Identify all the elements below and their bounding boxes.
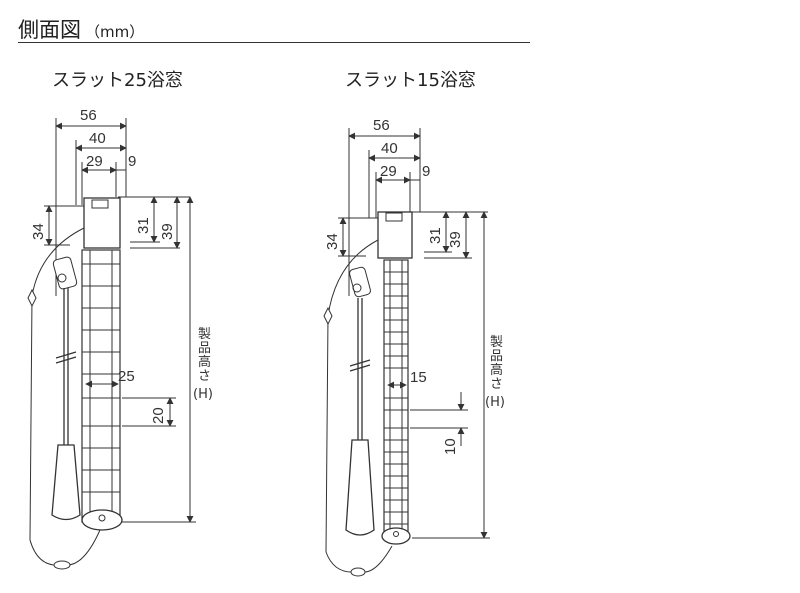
head-bracket xyxy=(91,199,109,209)
bottom-cap xyxy=(98,514,106,522)
dim-slat-width-label: 25 xyxy=(118,368,135,385)
dim-inner-label: 29 xyxy=(380,163,397,180)
cord-tassel xyxy=(323,306,333,326)
dim-head-label: 34 xyxy=(324,233,341,250)
dim-offset-label: 9 xyxy=(128,153,136,170)
dim-bracket-a-label: 31 xyxy=(135,217,152,234)
diagram-slat25-labels: 56 40 29 9 34 31 39 25 20 製 品 高 さ (H) xyxy=(30,107,213,424)
diagram-title-slat25: スラット25浴窓 xyxy=(52,70,183,91)
svg-text:高: 高 xyxy=(490,362,503,378)
wand-grip xyxy=(51,444,81,521)
svg-text:製: 製 xyxy=(198,327,211,342)
dim-rail-label: 40 xyxy=(381,140,398,157)
height-label: 製 品 高 さ (H) xyxy=(193,327,213,402)
head-bracket xyxy=(385,212,403,222)
slat-stack xyxy=(383,259,409,539)
tilt-pivot xyxy=(352,283,362,293)
wand-grip xyxy=(345,439,375,536)
bottom-cap xyxy=(393,531,399,537)
dim-offset-label: 9 xyxy=(422,163,430,180)
svg-text:(H): (H) xyxy=(193,387,213,402)
tilt-mechanism xyxy=(349,266,371,298)
dim-slat-pitch-label: 20 xyxy=(150,407,167,424)
svg-text:さ: さ xyxy=(198,369,211,384)
cord-equalizer xyxy=(53,560,71,570)
section-title: 側面図（mm） xyxy=(18,14,144,44)
unit-text: （mm） xyxy=(85,23,145,41)
svg-text:高: 高 xyxy=(198,354,211,370)
head-rail xyxy=(83,197,121,249)
svg-text:品: 品 xyxy=(198,341,211,356)
section-header: 側面図（mm） xyxy=(18,12,530,43)
dim-head-label: 34 xyxy=(30,223,47,240)
dim-total-label: 56 xyxy=(80,107,97,124)
svg-text:製: 製 xyxy=(490,335,503,350)
tilt-pivot xyxy=(57,273,67,283)
wand-break xyxy=(349,359,371,367)
diagram-title-slat15: スラット15浴窓 xyxy=(345,70,476,91)
dim-bracket-b-label: 39 xyxy=(159,223,176,240)
svg-text:品: 品 xyxy=(490,349,503,364)
wand-break xyxy=(349,364,371,372)
head-rail xyxy=(377,211,413,259)
diagram-slat15 xyxy=(323,128,490,577)
dim-bracket-b-label: 39 xyxy=(447,231,464,248)
dim-slat-width-label: 15 xyxy=(410,369,427,386)
dim-rail-label: 40 xyxy=(89,130,106,147)
diagram-slat15-labels: 56 40 29 9 34 31 39 15 10 製 品 高 さ (H) xyxy=(324,117,505,455)
dim-inner-label: 29 xyxy=(86,153,103,170)
lift-cord xyxy=(361,545,393,573)
wand-break xyxy=(55,351,77,359)
slat-stack xyxy=(81,249,121,523)
height-label: 製 品 高 さ (H) xyxy=(485,335,505,410)
cord-tassel xyxy=(27,288,37,308)
dim-slat-pitch-label: 10 xyxy=(442,438,459,455)
title-text: 側面図 xyxy=(18,18,81,42)
svg-text:(H): (H) xyxy=(485,395,505,410)
lift-cord xyxy=(65,529,101,566)
svg-text:さ: さ xyxy=(490,377,503,392)
bottom-rail xyxy=(81,509,123,531)
dim-total-label: 56 xyxy=(373,117,390,134)
slat-lines xyxy=(82,263,120,493)
wand-break xyxy=(55,356,77,364)
slat-lines xyxy=(384,271,408,525)
cord-equalizer xyxy=(350,567,366,577)
diagram-slat25 xyxy=(27,118,196,570)
dim-bracket-a-label: 31 xyxy=(427,227,444,244)
